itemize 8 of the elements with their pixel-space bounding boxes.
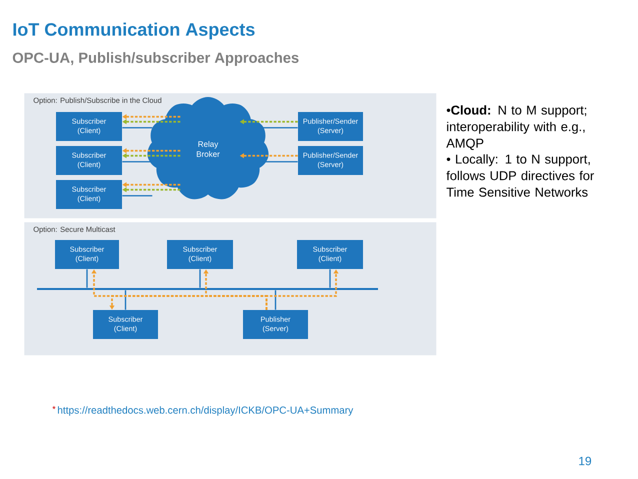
subtitle: OPC-UA, Publish/subscriber Approaches (12, 52, 299, 66)
bullet-text: • Locally: 1 to N support, follows UDP directives for Time Sensitive Networks (446, 154, 594, 197)
bus-line (37, 288, 378, 290)
bullet-text: •Cloud: N to M support; interoperability with e.g., AMQP (446, 105, 586, 150)
footnote-mark: * (52, 406, 56, 410)
slide-title: IoT Communication Aspects (13, 22, 255, 40)
page-number: 19 (579, 456, 592, 466)
footnote-link: https://readthedocs.web.cern.ch/display/ICKB/OPC-UA+Summary (58, 406, 354, 416)
